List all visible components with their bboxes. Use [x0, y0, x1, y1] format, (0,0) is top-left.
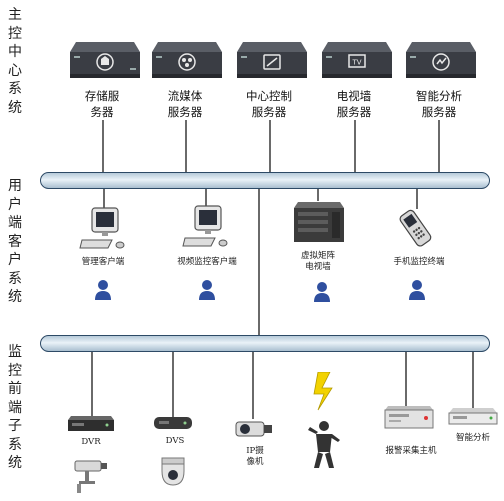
connector-line: [172, 351, 174, 417]
backbone-link-line: [258, 189, 260, 337]
section-title-main-control: 主控中心系统: [8, 7, 22, 116]
client-label-mobile: 手机监控终端: [393, 257, 445, 267]
connector-line: [102, 120, 104, 176]
dome-camera-icon: [161, 457, 185, 486]
analytics-icon: [406, 42, 476, 78]
connector-line: [205, 189, 207, 209]
client-label-video-monitor: 视频监控客户端: [177, 257, 237, 267]
server-storage: [64, 40, 142, 80]
server-label-control: 中心控制服务器: [246, 89, 292, 119]
user-icon: [312, 281, 332, 303]
industrial-pc-icon: [294, 202, 344, 242]
cctv-camera-icon: [74, 460, 107, 493]
main-network-bus: [40, 172, 490, 189]
ip-camera-icon: [235, 421, 272, 437]
box-camera-device: [71, 455, 111, 495]
device-label-analytics: 智能分析: [455, 433, 490, 443]
connector-line: [252, 351, 254, 419]
tv-icon: TV: [322, 42, 392, 78]
storage-icon: [70, 42, 140, 78]
computer-icon: [182, 205, 228, 247]
mobile-phone-icon: [399, 209, 432, 247]
client-label-management: 管理客户端: [81, 257, 125, 267]
connector-line: [91, 351, 93, 419]
dvs-icon: [154, 417, 192, 429]
person-figure-icon: [308, 421, 340, 468]
ip-camera-device: [234, 416, 274, 442]
section-title-front-end: 监控前端子系统: [8, 344, 22, 471]
analytics-box-icon: [448, 408, 498, 425]
connector-line: [405, 351, 407, 406]
dome-camera-device: [156, 455, 190, 489]
user-icon: [407, 279, 427, 301]
server-media: [146, 40, 224, 80]
server-label-media: 流媒体服务器: [167, 89, 203, 119]
server-tv-wall: TV: [316, 40, 394, 80]
connector-line: [438, 120, 440, 176]
connector-line: [472, 351, 474, 413]
control-icon: [237, 42, 307, 78]
client-management-computer: [78, 206, 128, 252]
connector-line: [317, 189, 319, 201]
client-label-virtual-matrix: 虚拟矩阵电视墙: [300, 251, 335, 272]
connector-line: [416, 189, 418, 209]
server-label-tv-wall: 电视墙服务器: [336, 89, 372, 119]
media-icon: [152, 42, 222, 78]
connector-line: [269, 120, 271, 176]
device-label-dvs: DVS: [165, 436, 185, 446]
device-label-dvr: DVR: [81, 437, 101, 447]
alarm-host-device: [384, 404, 434, 432]
connector-line: [354, 120, 356, 176]
user-icon: [197, 279, 217, 301]
alarm-host-icon: [384, 406, 434, 429]
lightning-alarm: [304, 372, 344, 470]
server-label-storage: 存储服务器: [84, 89, 120, 119]
dvs-device: [153, 414, 193, 432]
server-label-analysis: 智能分析服务器: [416, 89, 462, 119]
server-intelligent-analysis: [400, 40, 478, 80]
user-icon: [93, 279, 113, 301]
front-end-network-bus: [40, 335, 490, 352]
server-central-control: [231, 40, 309, 80]
client-mobile-terminal: [398, 206, 434, 252]
device-label-alarm-host: 报警采集主机: [385, 446, 437, 456]
connector-line: [103, 189, 105, 211]
client-video-monitor-computer: [181, 204, 231, 250]
svg-text:TV: TV: [351, 59, 361, 67]
device-label-ip-camera: IP摄像机: [246, 446, 264, 467]
dvr-icon: [68, 416, 114, 431]
section-title-client: 用户端客户系统: [8, 178, 22, 305]
client-virtual-matrix: [290, 200, 346, 246]
dvr-device: [67, 414, 115, 434]
connector-line: [185, 120, 187, 176]
lightning-icon: [308, 372, 340, 468]
analytics-device: [448, 406, 498, 428]
computer-icon: [79, 207, 125, 249]
